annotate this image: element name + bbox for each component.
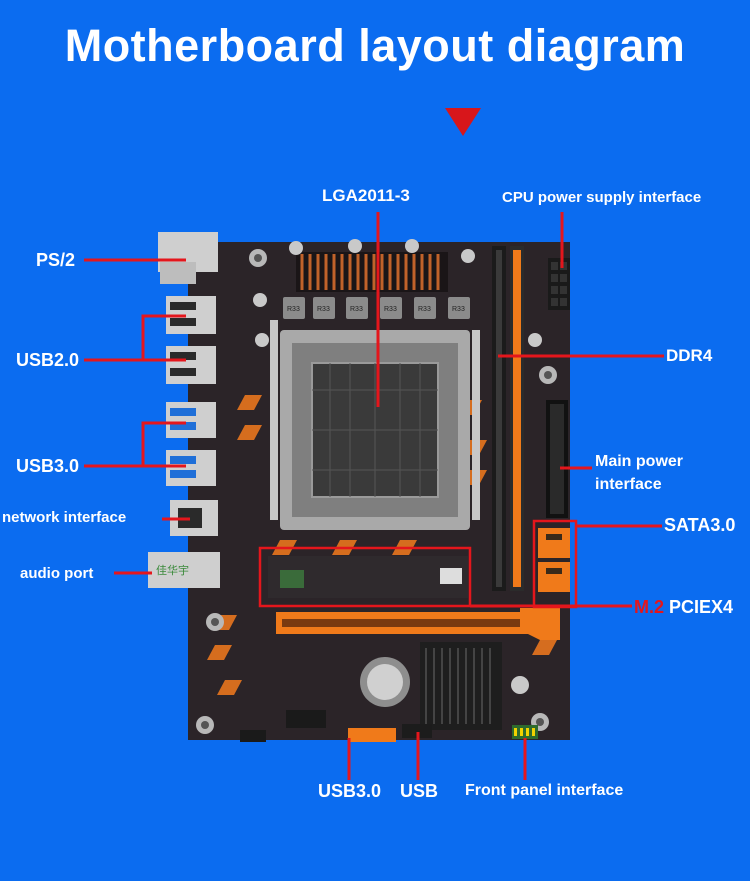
m2-slot xyxy=(268,556,468,598)
sata-ports xyxy=(538,528,570,592)
page-title: Motherboard layout diagram xyxy=(64,20,686,71)
usb-bottom-label: USB xyxy=(400,781,439,801)
m2-highlight-box xyxy=(258,546,472,608)
chipset-heatsink xyxy=(420,642,502,730)
main-power-label-line1: Main power xyxy=(595,453,684,470)
vrm-chokes xyxy=(283,297,470,319)
down-arrow-icon xyxy=(445,108,481,136)
m2-label-red: M.2 xyxy=(634,597,665,617)
cpu-socket xyxy=(270,320,480,530)
choke-label: R33 xyxy=(384,306,397,313)
mount-holes xyxy=(196,249,557,734)
cpu-power-label: CPU power supply interface xyxy=(502,189,702,206)
main-power-label: Main power interface xyxy=(595,450,683,496)
main-power-connector xyxy=(546,400,568,518)
choke-label: R33 xyxy=(350,306,363,313)
choke-label: R33 xyxy=(287,306,300,313)
cpu-power-connector xyxy=(548,258,570,310)
m2-label: M.2 PCIEX4 xyxy=(634,597,733,618)
choke-label: R33 xyxy=(418,306,431,313)
rear-io xyxy=(148,232,220,588)
network-label: network interface xyxy=(2,509,127,526)
choke-markings: R33 R33 R33 R33 R33 R33 xyxy=(287,306,465,313)
ddr4-slots xyxy=(492,246,524,591)
lga2011-label: LGA2011-3 xyxy=(322,186,410,205)
m2-label-rest: PCIEX4 xyxy=(664,597,734,617)
usb20-label: USB2.0 xyxy=(16,350,80,370)
ddr4-label: DDR4 xyxy=(666,346,713,365)
usb30-left-label: USB3.0 xyxy=(16,456,80,476)
pcie-slot xyxy=(276,608,560,640)
choke-label: R33 xyxy=(317,306,330,313)
capacitors xyxy=(253,239,542,694)
bottom-headers xyxy=(240,710,538,742)
main-power-label-line2: interface xyxy=(595,476,662,493)
ps2-label: PS/2 xyxy=(36,250,76,270)
vrm-heatsink xyxy=(296,252,448,292)
choke-label: R33 xyxy=(452,306,465,313)
audio-chip-marking: 佳华宇 xyxy=(156,563,189,577)
leader-lines xyxy=(84,212,664,780)
cmos-battery xyxy=(360,657,410,707)
front-panel-label: Front panel interface xyxy=(465,782,624,799)
usb30-bottom-label: USB3.0 xyxy=(318,781,382,801)
audio-label: audio port xyxy=(20,565,94,582)
sata-label: SATA3.0 xyxy=(664,515,736,535)
